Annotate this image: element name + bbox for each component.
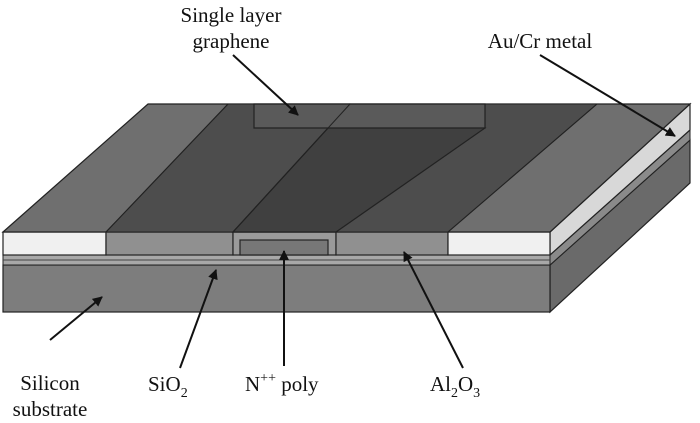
right-metal-edge bbox=[447, 103, 598, 233]
oxide-right-front bbox=[335, 231, 449, 256]
al2o3-label-sub2: 3 bbox=[473, 386, 480, 401]
al2o3-label: Al2O3 bbox=[430, 372, 480, 401]
oxide-left-front bbox=[105, 231, 234, 256]
graphene-flap bbox=[253, 103, 486, 129]
npoly-label: N++ poly bbox=[245, 371, 319, 396]
npoly-label-main: N bbox=[245, 372, 260, 396]
substrate-front-face bbox=[2, 264, 551, 313]
graphene-label-line2: graphene bbox=[193, 29, 270, 53]
sio2-label-main: SiO bbox=[148, 372, 181, 396]
graphene-label-line1: Single layer bbox=[181, 3, 282, 27]
sio2-label-sub: 2 bbox=[181, 386, 188, 401]
graphene-edge-line bbox=[232, 103, 351, 233]
left-metal-edge bbox=[105, 103, 229, 233]
sio2-arrow bbox=[179, 269, 218, 369]
npoly-label-sup: ++ bbox=[260, 371, 276, 386]
graphene-arrow bbox=[232, 54, 299, 116]
al2o3-label-sub1: 2 bbox=[451, 386, 458, 401]
metal-right-front bbox=[447, 231, 551, 256]
metal-left-front bbox=[2, 231, 107, 256]
metal-label: Au/Cr metal bbox=[488, 29, 593, 53]
sio2-label: SiO2 bbox=[148, 372, 188, 401]
metal-arrow bbox=[539, 54, 676, 137]
npoly-label-rest: poly bbox=[276, 372, 319, 396]
al2o3-label-b: O bbox=[458, 372, 473, 396]
silicon-label-line1: Silicon bbox=[20, 371, 80, 395]
al2o3-label-a: Al bbox=[430, 372, 451, 396]
al2o3-arrow bbox=[403, 251, 464, 369]
silicon-arrow bbox=[49, 296, 103, 341]
silicon-label-line2: substrate bbox=[13, 397, 88, 421]
